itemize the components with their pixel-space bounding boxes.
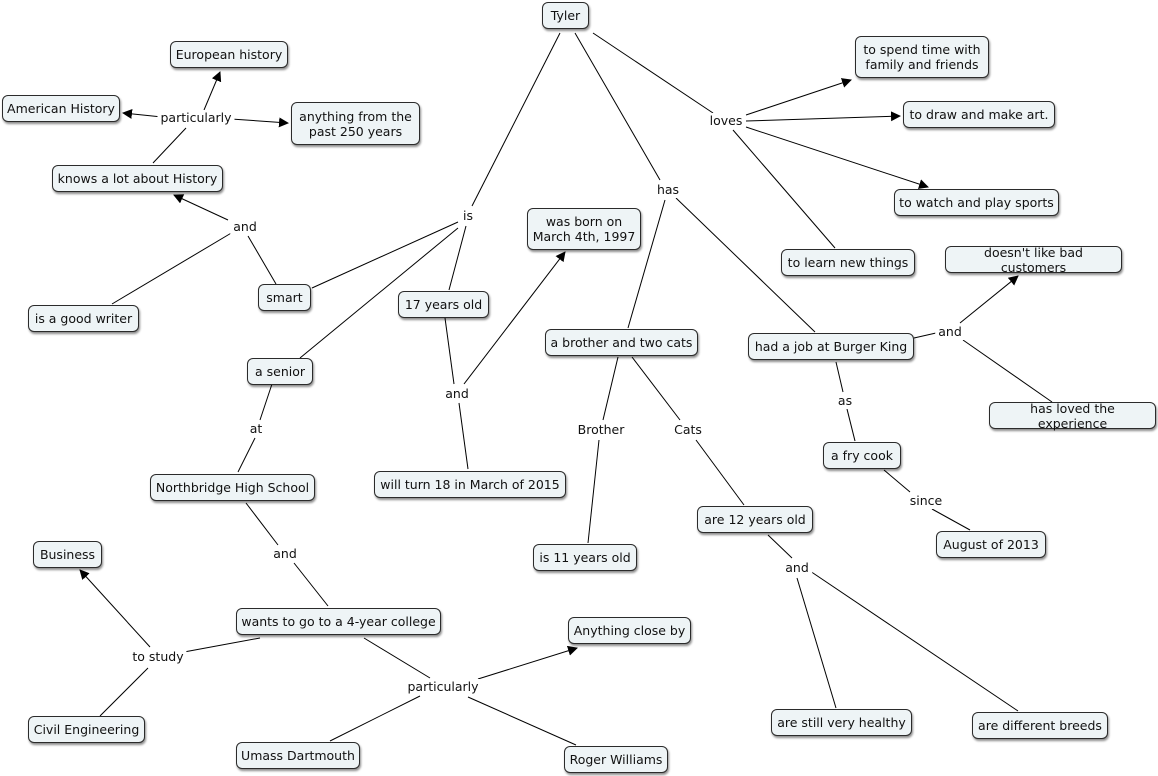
concept-fry-cook[interactable]: a fry cook (823, 442, 901, 469)
concept-umass[interactable]: Umass Dartmouth (236, 742, 360, 769)
concept-learn[interactable]: to learn new things (781, 249, 915, 276)
link-brother-eleven (587, 439, 600, 544)
link-loves-learn (732, 129, 836, 249)
concept-roger-williams[interactable]: Roger Williams (564, 746, 668, 773)
arrow-and-badcustomers (959, 275, 1019, 324)
phrase-at: at (246, 421, 266, 437)
link-college-particularly (363, 637, 431, 679)
concept-12-years-old[interactable]: are 12 years old (697, 506, 813, 533)
link-is-senior (299, 227, 459, 359)
link-burgerking-as (835, 361, 844, 393)
concept-civil-engineering[interactable]: Civil Engineering (28, 716, 145, 743)
arrow-particularly-closeby (477, 645, 578, 680)
link-northbridge-and (245, 502, 279, 546)
phrase-since: since (906, 493, 946, 509)
concept-11-years-old[interactable]: is 11 years old (533, 544, 637, 571)
arrow-tostudy-business (79, 569, 151, 648)
arrow-particularly-past (230, 117, 289, 128)
phrase-and-school: and (270, 546, 300, 562)
concept-bad-customers[interactable]: doesn't like bad customers (945, 245, 1122, 275)
link-is-17 (448, 225, 467, 291)
link-brothercats-brother (602, 356, 619, 421)
concept-still-healthy[interactable]: are still very healthy (771, 709, 912, 736)
phrase-is: is (460, 208, 476, 224)
concept-knows-history[interactable]: knows a lot about History (52, 165, 223, 192)
concept-american-history[interactable]: American History (2, 95, 120, 122)
link-college-tostudy (183, 637, 261, 653)
link-and-breeds (809, 570, 1019, 712)
link-frycook-since (883, 469, 911, 493)
link-twelve-and (767, 534, 793, 559)
concept-college[interactable]: wants to go to a 4-year college (236, 608, 441, 635)
phrase-loves: loves (706, 113, 746, 129)
arrow-and-born (463, 251, 566, 385)
phrase-cats: Cats (671, 422, 705, 438)
concept-sports[interactable]: to watch and play sports (894, 189, 1059, 216)
link-since-august (931, 508, 971, 531)
phrase-has: has (653, 182, 683, 198)
arrow-particularly-american (122, 108, 163, 119)
phrase-and-job: and (935, 324, 965, 340)
concept-senior[interactable]: a senior (247, 358, 313, 385)
link-and-healthy (796, 577, 837, 709)
concept-european-history[interactable]: European history (170, 41, 288, 68)
concept-business[interactable]: Business (33, 541, 102, 568)
link-particularly-roger (467, 696, 577, 746)
concept-brother-cats[interactable]: a brother and two cats (545, 329, 698, 356)
concept-spend-time[interactable]: to spend time with family and friends (855, 36, 989, 78)
link-at-northbridge (237, 437, 256, 473)
link-and-college (293, 562, 329, 607)
link-and-loved (962, 339, 1053, 403)
concept-close-by[interactable]: Anything close by (568, 617, 691, 644)
link-particularly-umass (329, 695, 421, 742)
link-is-smart (311, 221, 459, 289)
phrase-and-age: and (442, 386, 472, 402)
concept-17-years-old[interactable]: 17 years old (398, 291, 489, 318)
link-and-writer (111, 231, 234, 305)
concept-will-turn-18[interactable]: will turn 18 in March of 2015 (374, 471, 566, 498)
arrow-particularly-european (203, 71, 222, 111)
phrase-particularly-top: particularly (157, 110, 235, 126)
phrase-particularly-bottom: particularly (404, 679, 482, 695)
concept-tyler[interactable]: Tyler (542, 2, 589, 29)
phrase-brother: Brother (574, 422, 628, 438)
link-has-burgerking (675, 197, 816, 333)
concept-good-writer[interactable]: is a good writer (28, 305, 139, 332)
arrow-and-history (173, 194, 229, 221)
arrow-loves-spendtime (745, 78, 852, 116)
link-and-turn18 (458, 402, 469, 470)
link-17-and (444, 317, 455, 385)
concept-draw-art[interactable]: to draw and make art. (903, 101, 1055, 128)
phrase-as: as (834, 393, 856, 409)
link-has-brothercats (627, 199, 666, 329)
link-tyler-has (574, 32, 661, 181)
concept-loved-experience[interactable]: has loved the experience (989, 401, 1156, 431)
phrase-and-cats: and (782, 560, 812, 576)
concept-northbridge[interactable]: Northbridge High School (150, 474, 315, 501)
concept-smart[interactable]: smart (258, 284, 311, 311)
link-as-frycook (846, 408, 856, 442)
link-smart-and (247, 235, 277, 285)
link-burgerking-and (913, 332, 937, 339)
phrase-and-history: and (230, 219, 260, 235)
link-brothercats-cats (631, 356, 681, 421)
link-tyler-loves (592, 32, 714, 114)
link-history-particularly (152, 127, 187, 164)
link-senior-at (259, 383, 273, 421)
concept-past-250-years[interactable]: anything from the past 250 years (291, 102, 420, 145)
arrow-loves-sports (745, 126, 929, 189)
concept-different-breeds[interactable]: are different breeds (972, 712, 1108, 739)
concept-august-2013[interactable]: August of 2013 (936, 531, 1046, 558)
link-cats-twelve (695, 439, 745, 506)
phrase-to-study: to study (129, 649, 187, 665)
arrow-loves-draw (745, 111, 901, 122)
link-tyler-is (471, 32, 561, 207)
concept-burger-king[interactable]: had a job at Burger King (748, 333, 914, 360)
link-tostudy-civil (99, 667, 149, 717)
concept-born[interactable]: was born on March 4th, 1997 (527, 208, 641, 250)
